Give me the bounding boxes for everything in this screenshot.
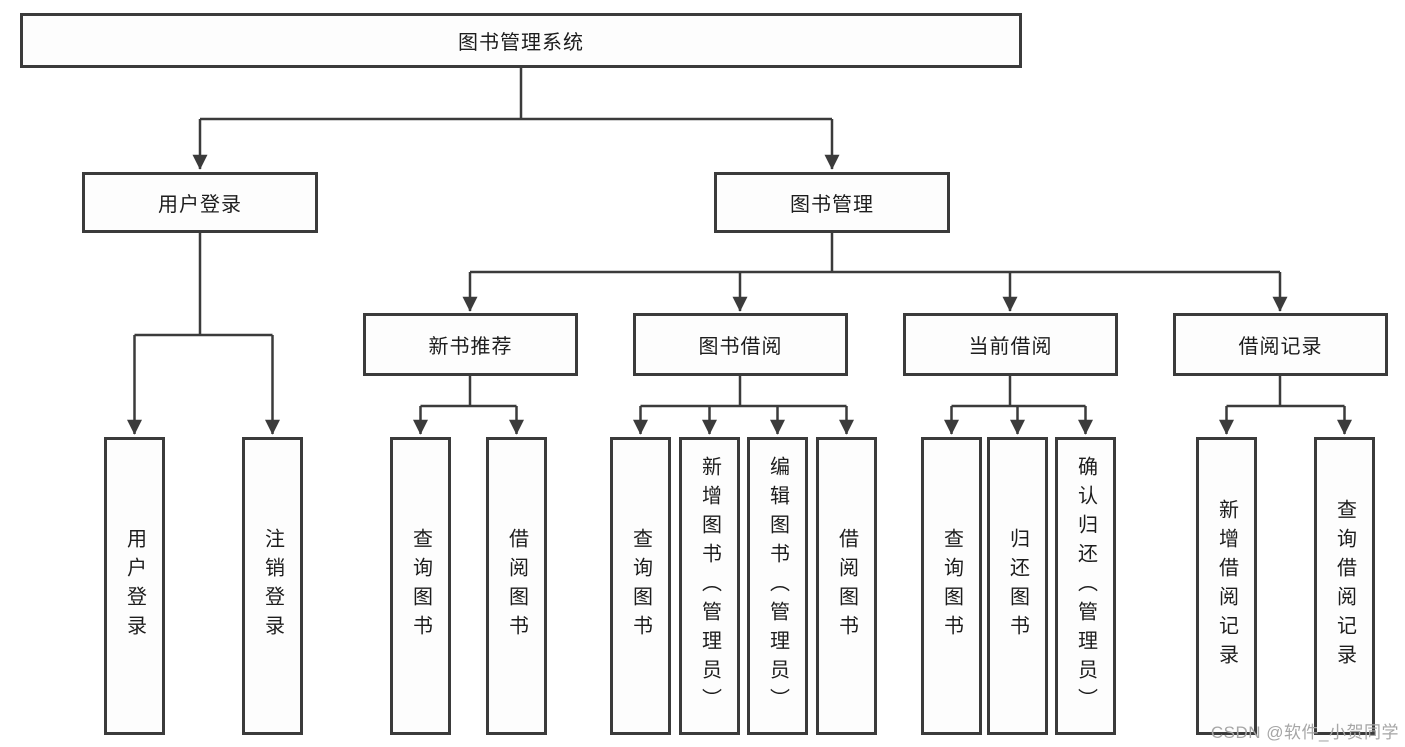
leaf-node-add-book-admin: 新增图书（管理员） [679, 437, 740, 735]
branch-node-book-management: 图书管理 [714, 172, 950, 233]
leaf-node-user-login: 用户登录 [104, 437, 165, 735]
branch-node-book-borrow: 图书借阅 [633, 313, 848, 376]
leaf-node-confirm-return-admin: 确认归还（管理员） [1055, 437, 1116, 735]
root-node-library-system: 图书管理系统 [20, 13, 1022, 68]
leaf-node-query-book-recommend: 查询图书 [390, 437, 451, 735]
branch-node-current-borrow: 当前借阅 [903, 313, 1118, 376]
leaf-node-borrow-book: 借阅图书 [816, 437, 877, 735]
leaf-node-borrow-book-recommend: 借阅图书 [486, 437, 547, 735]
leaf-node-return-book: 归还图书 [987, 437, 1048, 735]
csdn-watermark: CSDN @软件_小贺同学 [1210, 723, 1399, 742]
leaf-node-query-book-borrow: 查询图书 [610, 437, 671, 735]
leaf-node-query-book-current: 查询图书 [921, 437, 982, 735]
leaf-node-logout: 注销登录 [242, 437, 303, 735]
branch-node-user-login: 用户登录 [82, 172, 318, 233]
leaf-node-query-borrow-record: 查询借阅记录 [1314, 437, 1375, 735]
branch-node-borrow-record: 借阅记录 [1173, 313, 1388, 376]
leaf-node-add-borrow-record: 新增借阅记录 [1196, 437, 1257, 735]
leaf-node-edit-book-admin: 编辑图书（管理员） [747, 437, 808, 735]
branch-node-new-book-recommend: 新书推荐 [363, 313, 578, 376]
